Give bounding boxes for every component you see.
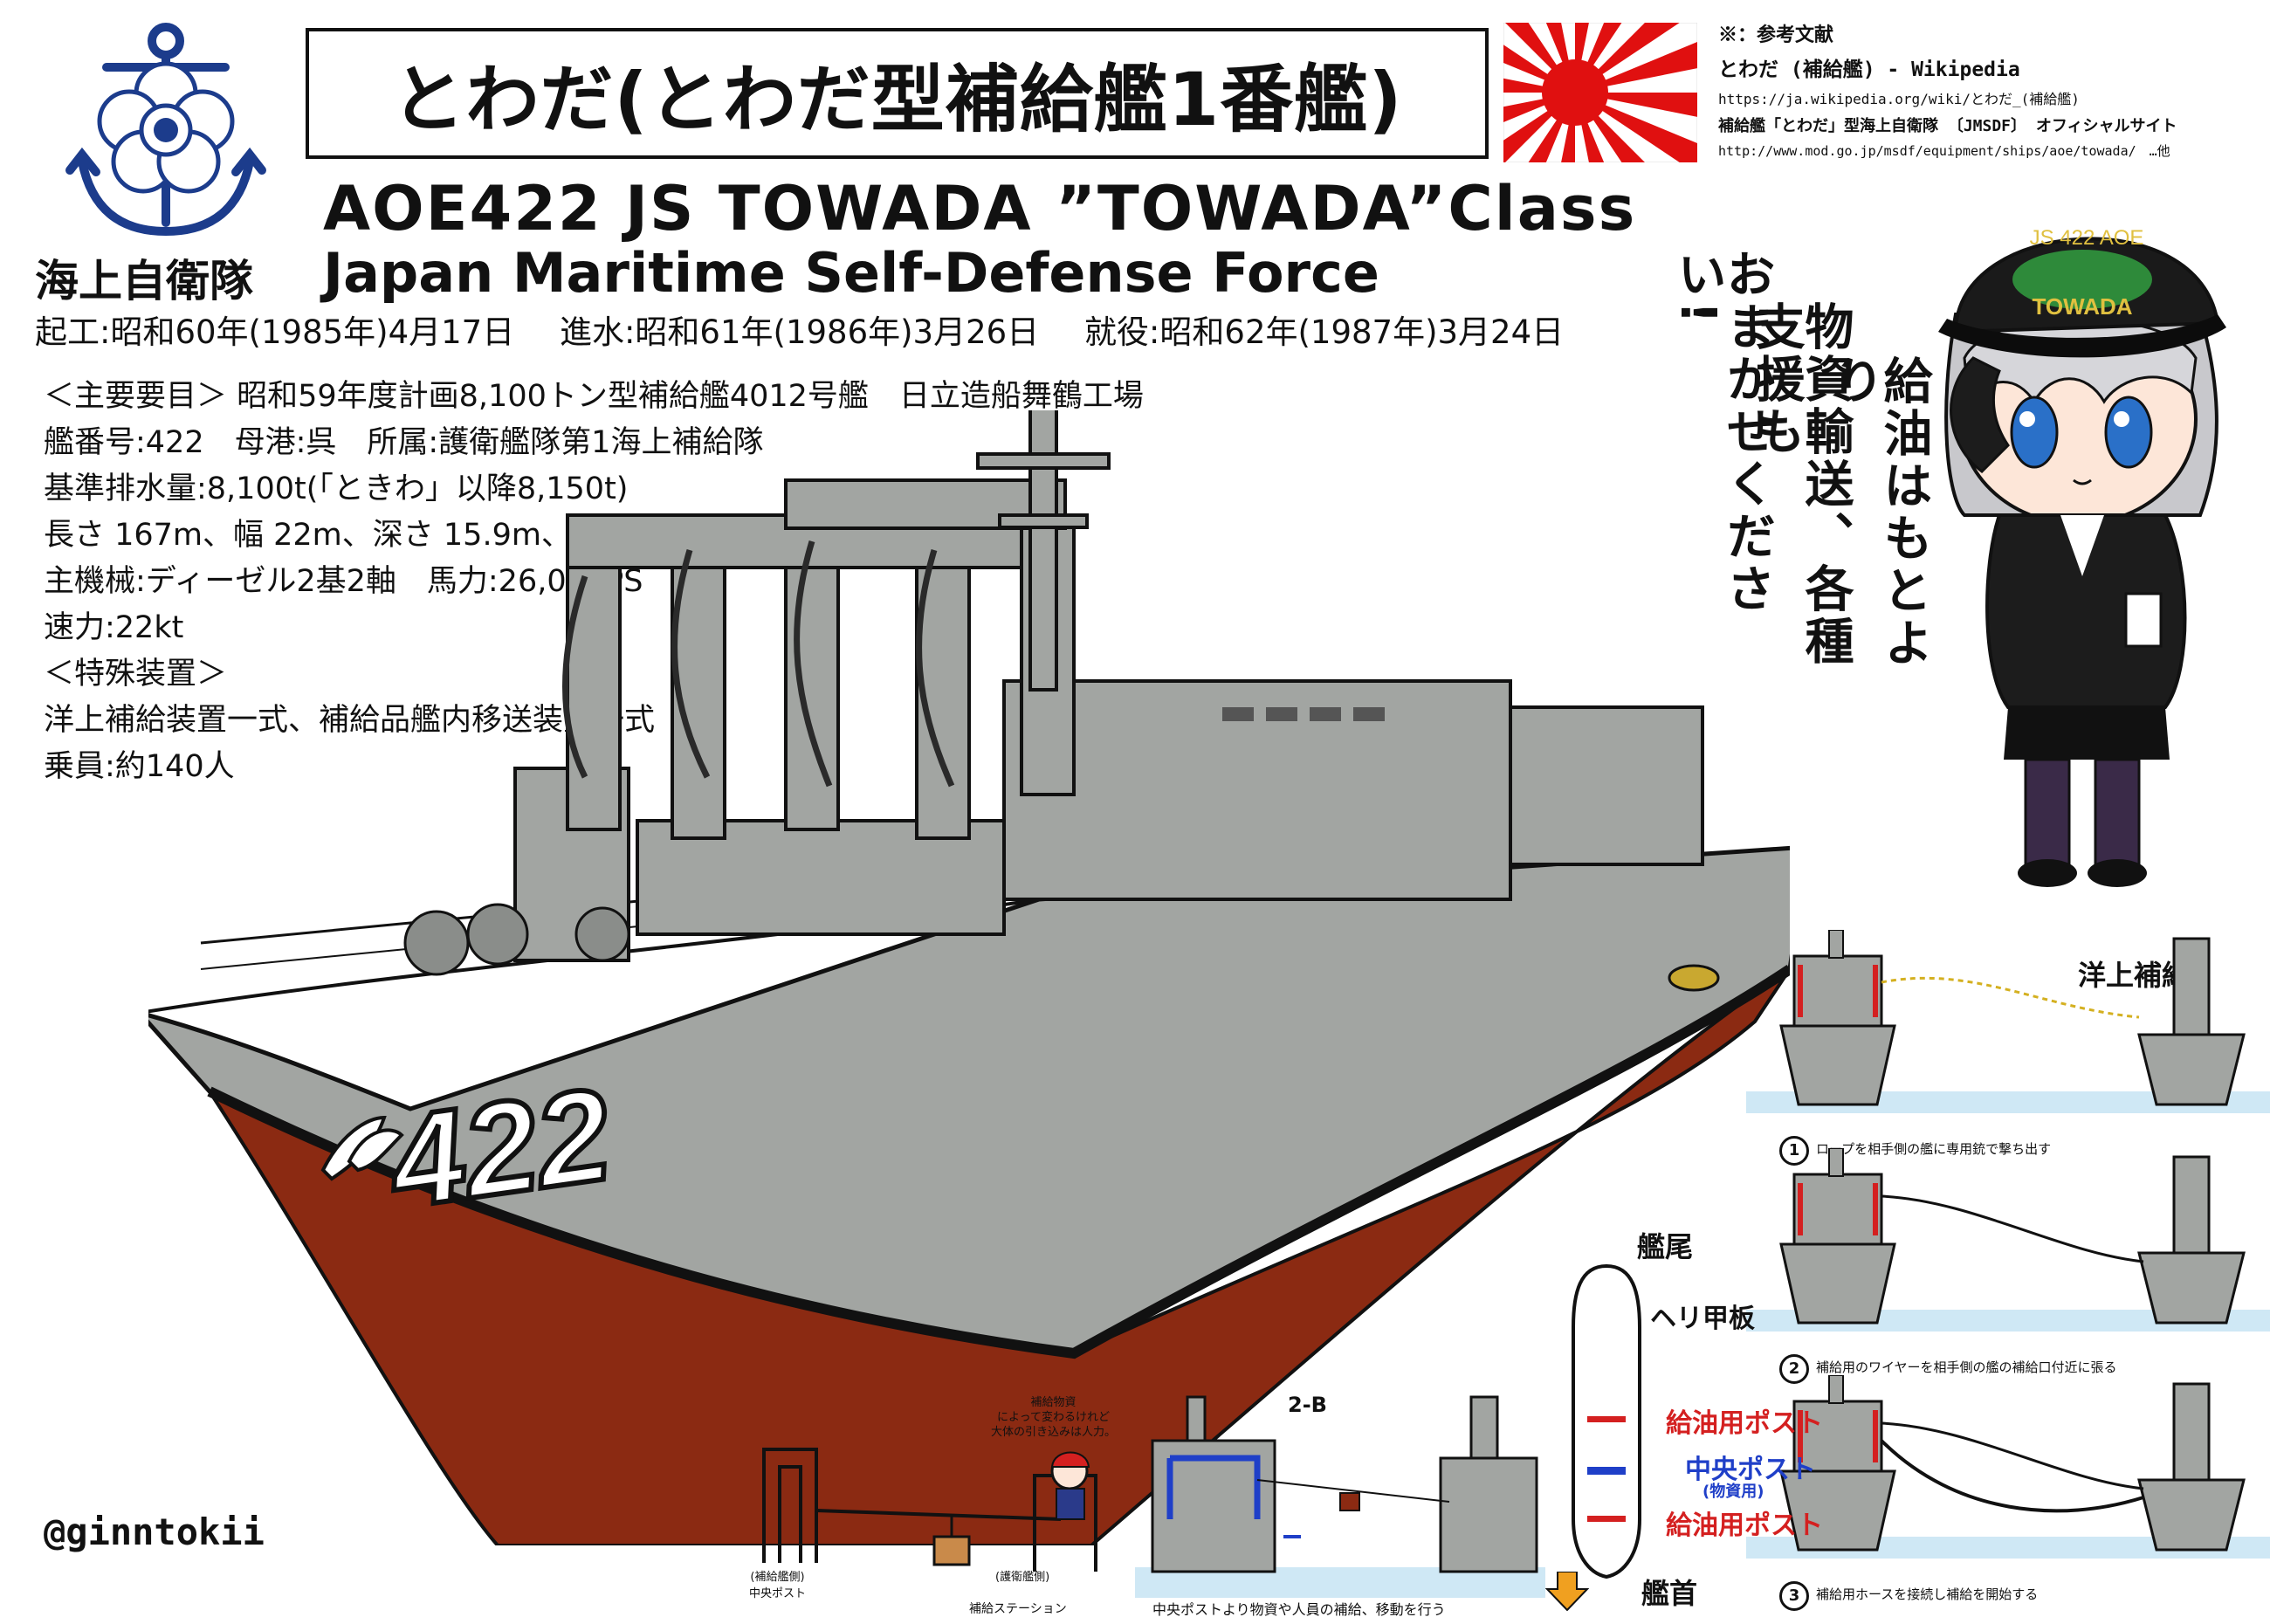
escort-ship-mast <box>2172 1155 2211 1255</box>
flag-ray <box>1503 78 1575 93</box>
replenishment-step-1-scene <box>1746 929 2270 1113</box>
step-caption: ロープを相手側の艦に専用銃で撃ち出す <box>1816 1141 2052 1157</box>
escort-ship <box>2137 1251 2246 1325</box>
replenishment-step-3: 3 補給用ホースを接続し補給を開始する <box>1746 1374 2270 1611</box>
replenishment-step-2: 2 補給用のワイヤーを相手側の艦の補給口付近に張る <box>1746 1147 2270 1384</box>
speech-line-3: おまかせください! <box>1669 249 1775 616</box>
replenishment-step-3-scene <box>1746 1374 2270 1559</box>
wire <box>1881 1194 2144 1263</box>
spec-line: 基準排水量:8,100t(「ときわ」以降8,150t) <box>44 471 629 506</box>
reference-wiki-url: https://ja.wikipedia.org/wiki/とわだ_(補給艦) <box>1718 91 2080 107</box>
replenishment-step-1: 1 ロープを相手側の艦に専用銃で撃ち出す <box>1746 929 2270 1166</box>
flag-ray <box>1575 93 1697 162</box>
speech-line-2: 物資輸送、各種支援も <box>1748 301 1854 668</box>
spec-line: ＜主要要目＞ 昭和59年度計画8,100トン型補給艦4012号艦 日立造船舞鶴工… <box>44 379 1144 414</box>
title-box: とわだ(とわだ型補給艦1番艦) <box>306 28 1489 159</box>
center-post-transfer-scene <box>1135 1395 1545 1598</box>
speech-line-1: 給油はもとより <box>1826 355 1932 670</box>
jmsdf-ensign-icon <box>1503 23 1697 162</box>
ship-layout-diagram <box>1572 1263 1641 1579</box>
cap-text-top: JS 422 AOE <box>2030 226 2144 250</box>
spec-line: 洋上補給装置一式、補給品艦内移送装置一式 <box>44 703 656 738</box>
escort-ship-mast <box>2172 937 2211 1036</box>
supply-side-label-line: (補給艦側) <box>750 1571 805 1584</box>
supply-ship <box>1779 1469 1896 1552</box>
escort-ship <box>2137 1033 2246 1106</box>
character-illustration: JS 422 AOE TOWADA <box>1938 226 2226 887</box>
date-keel-laid: 起工:昭和60年(1985年)4月17日 <box>35 313 515 351</box>
force-english-name: Japan Maritime Self-Defense Force <box>323 241 1379 305</box>
wire <box>1881 1421 2144 1490</box>
layout-heli-deck-label: ヘリ甲板 <box>1650 1304 1755 1334</box>
step-caption: 補給用のワイヤーを相手側の艦の補給口付近に張る <box>1816 1359 2117 1375</box>
station-note-line: 補給物資 <box>1030 1396 1077 1409</box>
ship-illustration: 422 <box>148 410 1790 1545</box>
escort-ship-mast <box>2172 1382 2211 1482</box>
supply-ship-kingpost <box>1792 1173 1883 1246</box>
station-note: 補給物資 によって変わるけれど 大体の引き込みは人力。 <box>991 1395 1116 1440</box>
page-title: とわだ(とわだ型補給艦1番艦) <box>391 56 1403 142</box>
cap-text-bottom: TOWADA <box>2032 293 2132 320</box>
step-number: 1 <box>1779 1136 1809 1166</box>
layout-bow-label: 艦首 <box>1641 1577 1698 1610</box>
fuel-hose <box>1880 1439 2144 1513</box>
references: ※：参考文献 とわだ (補給艦) - Wikipedia https://ja.… <box>1718 19 2260 160</box>
layout-fuel-post-label: 給油用ポスト <box>1666 1408 1823 1439</box>
fuel-post <box>1798 1410 1878 1462</box>
replenishment-title: 洋上補給 <box>2078 959 2191 992</box>
layout-center-post-sub-label: (物資用) <box>1702 1483 1764 1501</box>
supply-station-scene <box>762 1448 1097 1572</box>
layout-stern-label: 艦尾 <box>1637 1230 1694 1263</box>
layout-fuel-post-label: 給油用ポスト <box>1666 1510 1823 1541</box>
reference-wiki-title: とわだ (補給艦) - Wikipedia <box>1718 58 2020 81</box>
spec-line: 速力:22kt <box>44 610 184 645</box>
date-commissioned: 就役:昭和62年(1987年)3月24日 <box>1083 313 1565 351</box>
artist-handle: @ginntokii <box>44 1510 265 1553</box>
spec-line: 主機械:ディーゼル2基2軸 馬力:26,000PS <box>44 564 643 599</box>
step-number: 2 <box>1779 1354 1809 1384</box>
flag-ray <box>1545 23 1575 93</box>
bow-crest-icon <box>320 1115 404 1181</box>
escort-ship <box>2137 1478 2246 1552</box>
layout-center-post-label: 中央ポスト <box>1685 1455 1816 1485</box>
ship-english-name: AOE422 JS TOWADA ”TOWADA”Class <box>323 173 1637 244</box>
station-note-line: によって変わるけれど <box>997 1411 1110 1424</box>
shot-line <box>1881 976 2140 1019</box>
references-heading: ※：参考文献 <box>1718 24 1834 46</box>
spec-line: 艦番号:422 母港:呉 所属:護衛艦隊第1海上補給隊 <box>44 425 764 460</box>
supply-ship <box>1779 1242 1896 1325</box>
supply-ship-mast <box>1828 929 1844 959</box>
replenishment-step-2-scene <box>1746 1147 2270 1332</box>
supply-ship-kingpost <box>1792 954 1883 1028</box>
hull-number: 422 <box>380 1060 619 1236</box>
step-number: 3 <box>1779 1581 1809 1611</box>
supply-ship-mast <box>1828 1147 1844 1177</box>
fuel-post <box>1798 1183 1878 1235</box>
fuel-post <box>1798 965 1878 1017</box>
supply-side-label-line: 中央ポスト <box>749 1587 807 1600</box>
escort-side-label: (護衛艦側) <box>995 1571 1050 1584</box>
date-launched: 進水:昭和61年(1986年)3月26日 <box>559 313 1040 351</box>
bow-arrow-icon <box>1545 1572 1589 1611</box>
jmsdf-emblem-icon <box>65 23 266 237</box>
spec-line: ＜特殊装置＞ <box>44 657 228 692</box>
station-note-line: 大体の引き込みは人力。 <box>991 1426 1117 1439</box>
step-caption: 補給用ホースを接続し補給を開始する <box>1816 1586 2039 1602</box>
supply-station-label: 補給ステーション <box>969 1602 1067 1616</box>
supply-ship-mast <box>1828 1374 1844 1404</box>
supply-ship <box>1779 1024 1896 1106</box>
reference-mod-url: http://www.mod.go.jp/msdf/equipment/ship… <box>1718 143 2170 159</box>
spec-line: 乗員:約140人 <box>44 749 235 784</box>
reference-mod-title: 補給艦「とわだ」型海上自衛隊 〔JMSDF〕 オフィシャルサイト <box>1718 117 2177 135</box>
speech-bubble: 給油はもとより 物資輸送、各種支援も おまかせください! <box>1668 249 1932 685</box>
center-post-caption: 中央ポストより物資や人員の補給、移動を行う <box>1152 1601 1446 1618</box>
service-dates: 起工:昭和60年(1985年)4月17日 進水:昭和61年(1986年)3月26… <box>35 306 1599 353</box>
force-japanese-name: 海上自衛隊 <box>35 256 253 306</box>
supply-side-label: (補給艦側) 中央ポスト <box>749 1567 806 1600</box>
scene-tag: 2-B <box>1288 1393 1327 1417</box>
